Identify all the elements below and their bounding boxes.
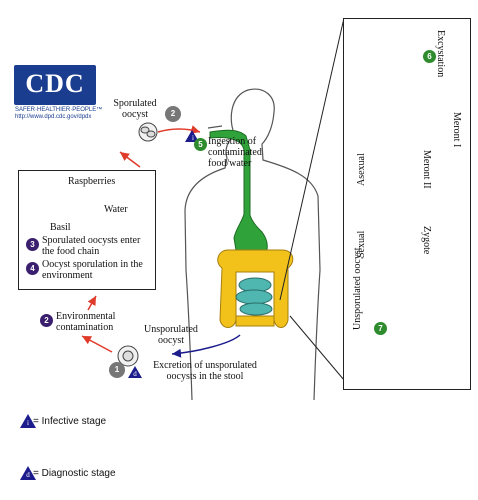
callout-line xyxy=(289,315,345,381)
step-2-badge: 2 xyxy=(40,314,53,327)
raspberries-label: Raspberries xyxy=(68,176,116,187)
legend-diagnostic-text: = Diagnostic stage xyxy=(33,468,116,479)
meront-1-label: Meront I xyxy=(451,112,462,148)
step-6-badge: 6 xyxy=(423,50,436,63)
ingestion-label: Ingestion of contaminated food/water xyxy=(208,136,262,169)
infective-triangle-icon xyxy=(20,414,36,428)
colon xyxy=(217,249,294,328)
sporulated-oocyst-label: Sporulated oocyst xyxy=(113,98,157,120)
excretion-label: Excretion of unsporulated oocysts in the… xyxy=(153,360,257,382)
cdc-logo: CDC xyxy=(14,65,96,105)
water-label: Water xyxy=(104,204,128,215)
cycle-arrows xyxy=(81,125,241,358)
legend-triangles xyxy=(20,130,199,480)
meront-2-label: Meront II xyxy=(421,150,432,189)
diagnostic-marker-icon xyxy=(128,366,142,378)
diagnostic-triangle-icon xyxy=(20,466,36,480)
cdc-tagline: SAFER·HEALTHIER·PEOPLE™ xyxy=(15,107,103,113)
small-intestine xyxy=(235,277,273,316)
cdc-url: http://www.dpd.cdc.gov/dpdx xyxy=(15,114,92,120)
unsporulated-oocyst-label: Unsporulated oocyst xyxy=(144,324,198,346)
step-5-badge: 5 xyxy=(194,138,207,151)
panel-unsporulated-oocyst-label: Unsporulated oocyst xyxy=(352,247,363,331)
step-3-badge: 3 xyxy=(26,238,39,251)
step-7-badge: 7 xyxy=(374,322,387,335)
zygote-label: Zygote xyxy=(421,226,432,255)
step-1-gray-badge: 1 xyxy=(109,362,125,378)
environmental-contamination-label: Environmental contamination xyxy=(56,311,116,333)
diagnostic-marker-letter: d xyxy=(133,370,137,378)
food-water-source-box xyxy=(18,170,156,290)
step-2-gray-badge: 2 xyxy=(165,106,181,122)
asexual-label: Asexual xyxy=(356,153,367,186)
basil-label: Basil xyxy=(50,222,71,233)
unsporulated-oocyst-image xyxy=(117,345,139,367)
excystation-label: Excystation xyxy=(435,30,446,78)
human-body-outline xyxy=(184,88,321,401)
legend-infective-text: = Infective stage xyxy=(33,416,107,427)
legend-diagnostic-symbol: d xyxy=(26,471,30,479)
step-4-label: Oocyst sporulation in the environment xyxy=(42,259,143,281)
intestinal-stages-panel xyxy=(343,18,471,390)
legend-infective-symbol: i xyxy=(27,419,29,427)
sporulated-oocyst-image xyxy=(138,122,158,142)
step-4-badge: 4 xyxy=(26,262,39,275)
infective-marker-letter: i xyxy=(192,134,194,142)
cdc-logo-text: CDC xyxy=(25,69,85,98)
step-3-label: Sporulated oocysts enter the food chain xyxy=(42,235,141,257)
callout-line-top xyxy=(279,17,345,301)
